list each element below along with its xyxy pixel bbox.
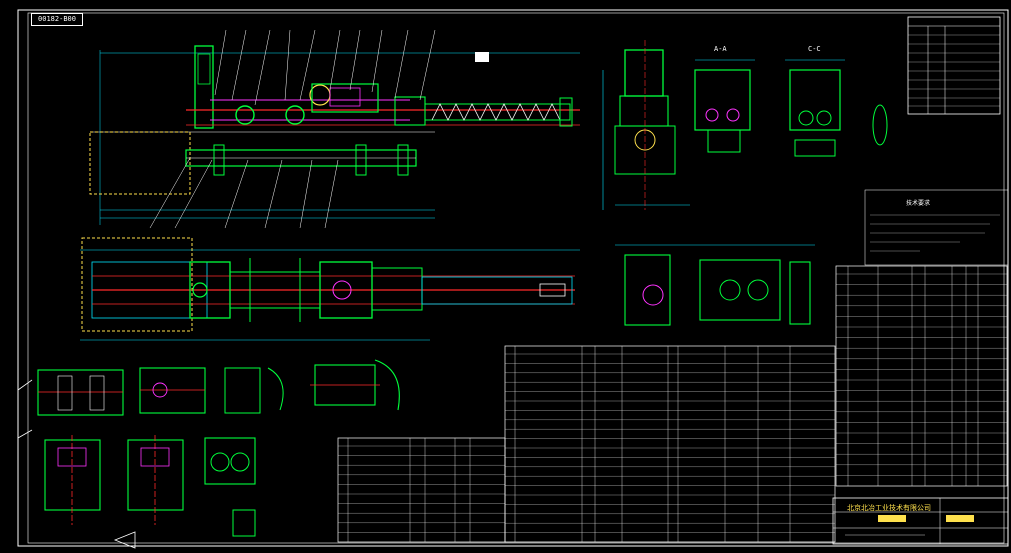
view-direction-arrows: [17, 379, 136, 549]
plan-view: [80, 237, 580, 341]
inner-border: [27, 12, 1005, 544]
side-view-b: [615, 244, 815, 326]
side-view-a: [602, 40, 690, 210]
section-view-a-a: [694, 59, 755, 153]
detail-view-2: [139, 367, 206, 414]
bom-table-right: [835, 265, 1008, 487]
main-elevation-view: [89, 29, 580, 229]
outer-border: [17, 9, 1009, 547]
technical-parameter-table: [907, 16, 1001, 115]
drawing-number-tag: 00182-B00: [31, 13, 83, 26]
detail-view-7: [204, 437, 256, 537]
detail-view-1: [37, 369, 124, 416]
detail-view-3: [224, 367, 284, 414]
bom-table-left: [337, 437, 506, 543]
company-name: 北京北冶工业技术有限公司: [847, 504, 931, 512]
technical-notes-box: [864, 189, 1009, 266]
detail-view-5: [44, 435, 101, 525]
title-block: [832, 497, 1009, 545]
section-label-a: A-A: [714, 45, 727, 53]
detail-view-6: [127, 435, 184, 525]
section-label-c: C-C: [808, 45, 821, 53]
detail-view-4: [310, 359, 400, 411]
bom-table-middle: [504, 345, 836, 543]
section-view-c-c: [785, 59, 888, 157]
technical-notes-title: 技术要求: [906, 200, 931, 207]
